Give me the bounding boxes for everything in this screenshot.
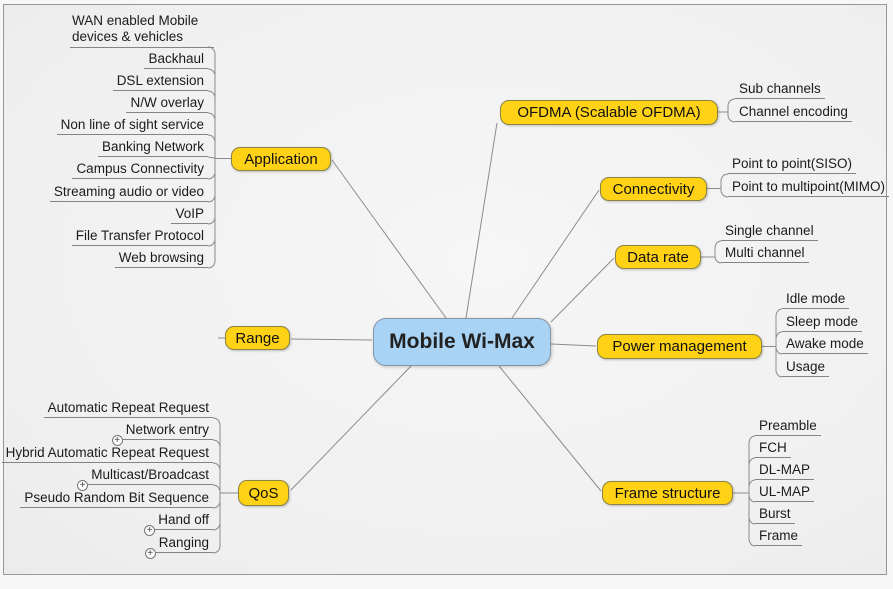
branch-node-application[interactable]: Application bbox=[231, 147, 331, 171]
branch-node-frame-structure[interactable]: Frame structure bbox=[602, 481, 733, 505]
leaf-node-awake-mode[interactable]: Awake mode bbox=[782, 335, 868, 354]
leaf-label: Hand off bbox=[158, 512, 209, 527]
leaf-node-wan-enabled-mobile[interactable]: WAN enabled Mobile devices & vehicles bbox=[70, 13, 214, 48]
leaf-node-burst[interactable]: Burst bbox=[755, 505, 795, 524]
leaf-node-hand-off[interactable]: Hand off bbox=[144, 511, 213, 536]
leaf-node-network-entry[interactable]: Network entry bbox=[111, 421, 213, 446]
leaf-node-single-channel[interactable]: Single channel bbox=[721, 222, 818, 241]
leaf-node-ranging[interactable]: Ranging bbox=[144, 534, 213, 559]
leaf-node-campus-connectivity[interactable]: Campus Connectivity bbox=[72, 160, 208, 179]
leaf-node-frame[interactable]: Frame bbox=[755, 527, 803, 546]
leaf-node-channel-encoding[interactable]: Channel encoding bbox=[735, 103, 852, 122]
leaf-node-point-to-multipoint-mimo[interactable]: Point to multipoint(MIMO) bbox=[728, 178, 890, 197]
central-topic-node[interactable]: Mobile Wi-Max bbox=[373, 318, 551, 366]
leaf-label: Ranging bbox=[158, 535, 209, 550]
leaf-node-dl-map[interactable]: DL-MAP bbox=[755, 461, 815, 480]
branch-node-range[interactable]: Range bbox=[225, 326, 290, 350]
leaf-node-streaming-audio-video[interactable]: Streaming audio or video bbox=[49, 183, 208, 202]
leaf-node-multicast-broadcast[interactable]: Multicast/Broadcast bbox=[77, 466, 213, 491]
leaf-node-dsl-extension[interactable]: DSL extension bbox=[112, 72, 208, 91]
plus-circle-icon[interactable] bbox=[144, 525, 156, 536]
leaf-node-ul-map[interactable]: UL-MAP bbox=[755, 483, 815, 502]
leaf-node-idle-mode[interactable]: Idle mode bbox=[782, 290, 850, 309]
branch-node-data-rate[interactable]: Data rate bbox=[615, 245, 701, 269]
leaf-node-hybrid-automatic-repeat-request[interactable]: Hybrid Automatic Repeat Request bbox=[1, 444, 213, 463]
leaf-node-voip[interactable]: VoIP bbox=[171, 205, 208, 224]
leaf-node-point-to-point-siso[interactable]: Point to point(SISO) bbox=[728, 155, 857, 174]
leaf-node-banking-network[interactable]: Banking Network bbox=[97, 138, 208, 157]
leaf-node-preamble[interactable]: Preamble bbox=[755, 417, 821, 436]
leaf-node-web-browsing[interactable]: Web browsing bbox=[114, 249, 208, 268]
plus-circle-icon[interactable] bbox=[111, 435, 123, 446]
leaf-node-pseudo-random-bit-sequence[interactable]: Pseudo Random Bit Sequence bbox=[20, 489, 213, 508]
leaf-node-backhaul[interactable]: Backhaul bbox=[144, 50, 208, 69]
leaf-node-usage[interactable]: Usage bbox=[782, 358, 830, 377]
leaf-node-fch[interactable]: FCH bbox=[755, 439, 791, 458]
branch-node-connectivity[interactable]: Connectivity bbox=[600, 177, 707, 201]
leaf-label: Multicast/Broadcast bbox=[91, 467, 209, 482]
leaf-node-file-transfer-protocol[interactable]: File Transfer Protocol bbox=[71, 227, 208, 246]
plus-circle-icon[interactable] bbox=[144, 548, 156, 559]
plus-circle-icon[interactable] bbox=[77, 480, 89, 491]
leaf-node-multi-channel[interactable]: Multi channel bbox=[721, 244, 809, 263]
leaf-node-sleep-mode[interactable]: Sleep mode bbox=[782, 313, 863, 332]
leaf-node-nw-overlay[interactable]: N/W overlay bbox=[126, 94, 208, 113]
leaf-node-automatic-repeat-request[interactable]: Automatic Repeat Request bbox=[43, 399, 213, 418]
branch-node-power-management[interactable]: Power management bbox=[597, 334, 762, 359]
leaf-node-sub-channels[interactable]: Sub channels bbox=[735, 80, 825, 99]
branch-node-ofdma[interactable]: OFDMA (Scalable OFDMA) bbox=[500, 100, 718, 125]
branch-node-qos[interactable]: QoS bbox=[238, 480, 289, 506]
leaf-node-non-line-of-sight[interactable]: Non line of sight service bbox=[56, 116, 208, 135]
leaf-label: Network entry bbox=[125, 422, 209, 437]
